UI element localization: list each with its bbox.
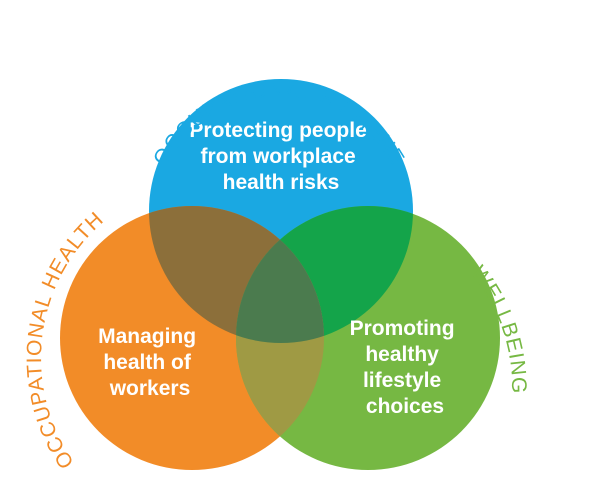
hygiene-line: Protecting people — [189, 119, 366, 142]
hygiene-description: Protecting people from workplace health … — [189, 119, 372, 194]
wellbeing-line: choices — [366, 395, 444, 418]
hygiene-line: health risks — [223, 171, 340, 194]
health-line: workers — [109, 377, 191, 400]
health-line: health of — [103, 351, 192, 374]
wellbeing-description: Promoting healthy lifestyle choices — [350, 317, 461, 418]
wellbeing-line: healthy — [365, 343, 439, 366]
wellbeing-line: Promoting — [350, 317, 455, 340]
wellbeing-line: lifestyle — [363, 369, 441, 392]
hygiene-line: from workplace — [200, 145, 355, 168]
health-line: Managing — [98, 325, 196, 348]
health-description: Managing health of workers — [98, 325, 202, 400]
overlap-center — [236, 206, 324, 343]
